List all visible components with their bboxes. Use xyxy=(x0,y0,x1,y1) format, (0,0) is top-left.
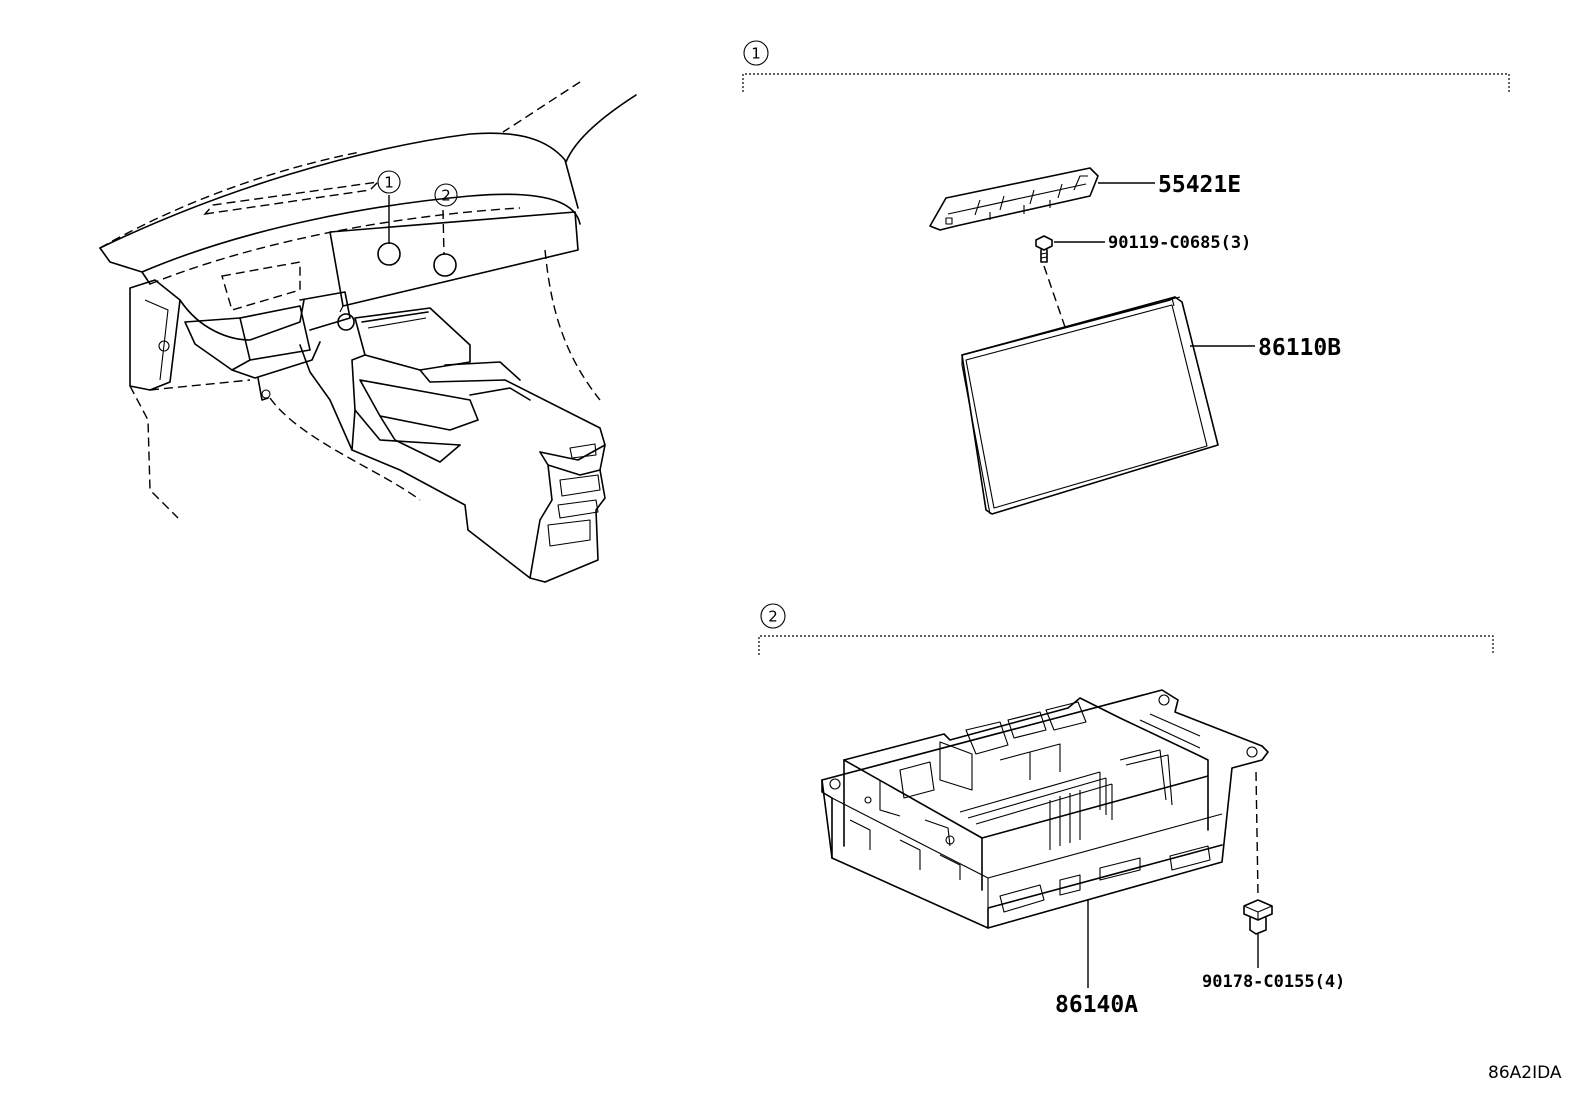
amp-screw-icon xyxy=(1243,899,1273,935)
bezel-part xyxy=(929,167,1099,231)
group-2-bracket: 2 xyxy=(758,603,1494,655)
bezel-part-number: 55421E xyxy=(1158,172,1241,198)
overview-callout-1: 1 xyxy=(384,174,394,192)
group-2-callout: 2 xyxy=(768,608,778,626)
group-1-bracket: 1 xyxy=(742,40,1510,92)
display-screw-axis xyxy=(1043,265,1066,328)
display-screw-icon xyxy=(1035,235,1053,263)
amp-screw-part-number: 90178-C0155(4) xyxy=(1202,972,1345,992)
amp-screw-axis xyxy=(1255,771,1259,896)
amplifier-part-number: 86140A xyxy=(1055,992,1138,1018)
dashboard-overview: 1 2 xyxy=(99,81,637,583)
display-screw-part-number: 90119-C0685(3) xyxy=(1108,233,1251,253)
overview-callout-2: 2 xyxy=(441,187,451,205)
display-part-number: 86110B xyxy=(1258,335,1341,361)
figure-code: 86A2IDA xyxy=(1488,1063,1562,1083)
group-1-callout: 1 xyxy=(751,45,761,63)
display-part xyxy=(961,296,1219,515)
amplifier-part xyxy=(821,689,1269,929)
